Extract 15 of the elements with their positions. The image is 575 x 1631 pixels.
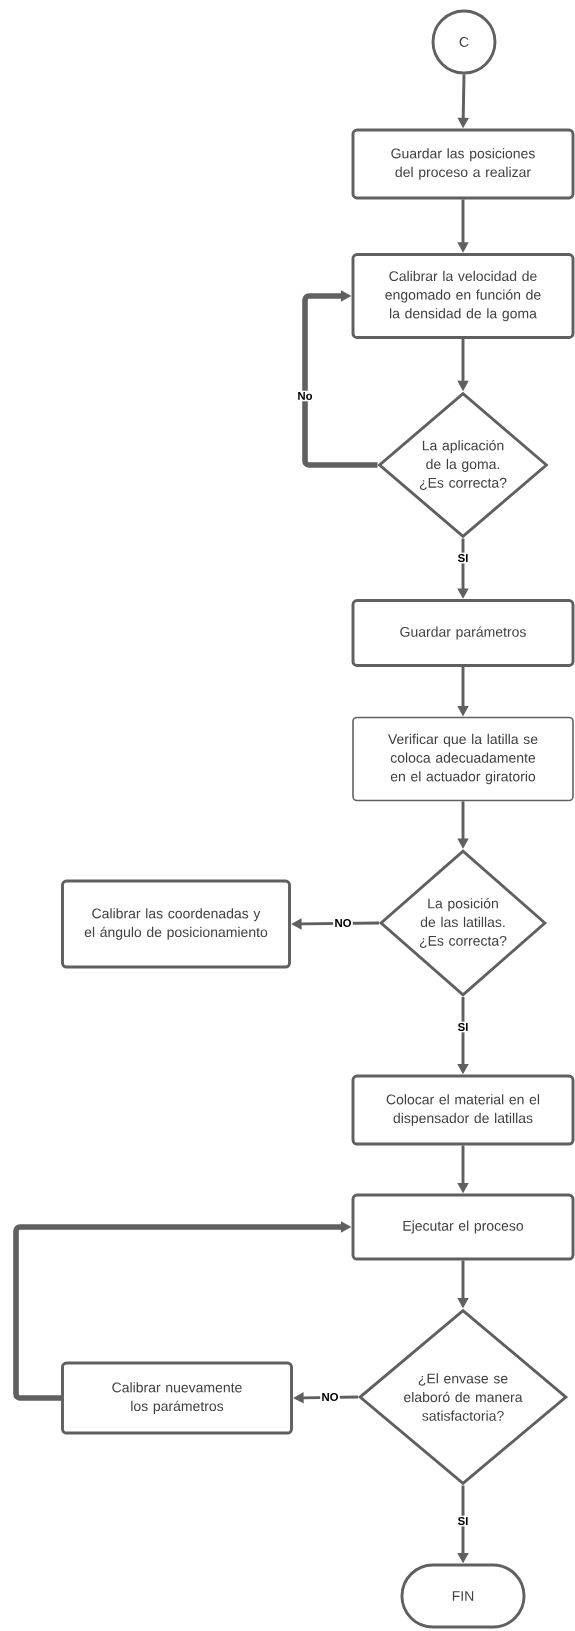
- edge-label: SI: [456, 552, 470, 564]
- process-box: Calibrar la velocidad de engomado en función de la densidad de la goma: [351, 253, 575, 339]
- arrow: [302, 290, 378, 468]
- edge-label: NO: [333, 917, 353, 929]
- process-box: Guardar las posiciones del proceso a realizar: [351, 128, 575, 200]
- process-box: Calibrar nuevamente los parámetros: [61, 1361, 293, 1435]
- process-box: Ejecutar el proceso: [351, 1193, 575, 1261]
- process-box: Verificar que la latilla se coloca adecuadamente en el actuador giratorio: [352, 716, 574, 802]
- process-box: Colocar el material en el dispensador de latillas: [351, 1074, 575, 1146]
- edge-label: NO: [320, 1391, 340, 1403]
- process-box: Calibrar las coordenadas y el ángulo de posicionamiento: [61, 879, 291, 969]
- edge-label: SI: [456, 1021, 470, 1033]
- process-box: Guardar parámetros: [351, 599, 575, 667]
- edge-label: No: [296, 390, 314, 402]
- edge-label: SI: [456, 1515, 470, 1527]
